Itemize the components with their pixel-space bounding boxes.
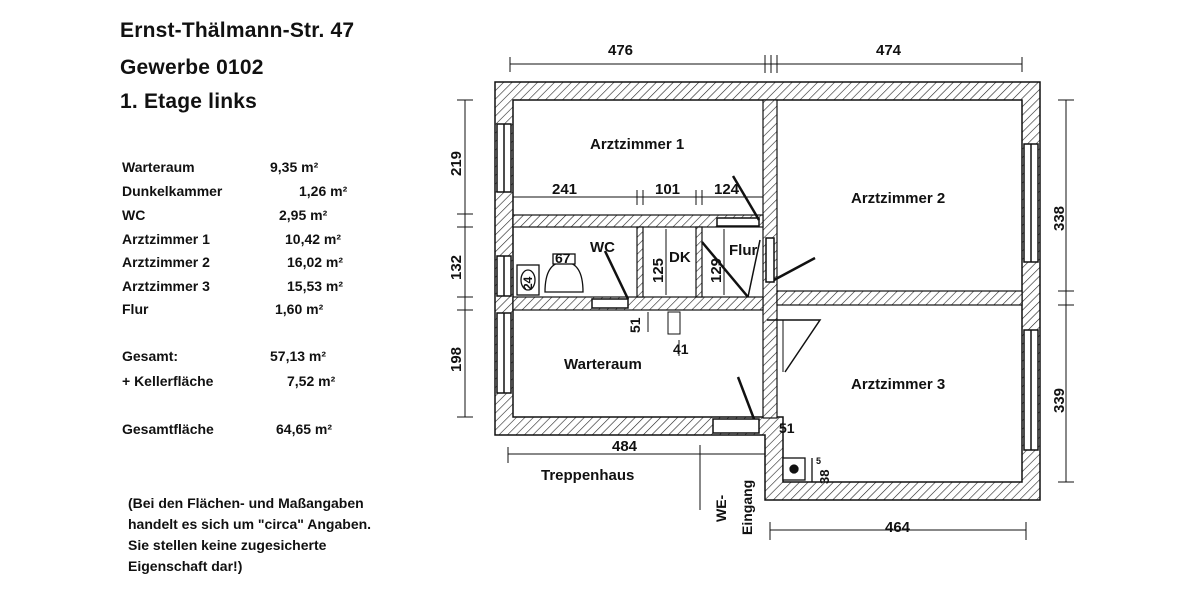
floor-title: 1. Etage links <box>120 90 258 113</box>
unit-title: Gewerbe 0102 <box>120 56 264 79</box>
area-value: 1,60 m² <box>275 301 324 317</box>
dim-67: 67 <box>555 250 571 266</box>
disclaimer-line: Sie stellen keine zugesicherte <box>128 537 327 553</box>
dim-bottom-left: 484 <box>612 438 638 455</box>
label-eingang-2: Eingang <box>739 480 755 535</box>
area-name: Arztzimmer 1 <box>122 231 210 247</box>
address-title: Ernst-Thälmann-Str. 47 <box>120 19 355 42</box>
total-row-gesamtflaeche: Gesamtfläche 64,65 m² <box>122 421 372 441</box>
total-row-gesamt: Gesamt: 57,13 m² <box>122 348 372 368</box>
door-arztzimmer-3 <box>767 319 822 373</box>
dim-51-door: 51 <box>627 317 643 333</box>
total-value: 57,13 m² <box>270 348 327 364</box>
area-row-warteraum: Warteraum 9,35 m² <box>122 159 372 179</box>
dim-top-right: 474 <box>876 42 902 59</box>
room-label-flur: Flur <box>729 242 757 259</box>
room-label-dk: DK <box>669 249 691 266</box>
disclaimer-line: Eigenschaft dar!) <box>128 558 243 574</box>
dim-129: 129 <box>708 258 725 283</box>
windows <box>496 123 1039 451</box>
total-value: 7,52 m² <box>287 373 336 389</box>
interior-walls <box>512 99 1023 419</box>
dim-right-top: 338 <box>1051 206 1068 231</box>
dim-124: 124 <box>714 181 740 198</box>
outer-walls <box>494 81 1041 501</box>
area-row-arztzimmer-3: Arztzimmer 3 15,53 m² <box>122 278 372 298</box>
dim-bottom-right: 464 <box>885 519 911 536</box>
dim-left-mid: 132 <box>448 255 465 280</box>
dimension-lines <box>457 55 1074 540</box>
area-row-flur: Flur 1,60 m² <box>122 301 372 321</box>
label-treppenhaus: Treppenhaus <box>541 467 634 484</box>
room-label-warteraum: Warteraum <box>564 356 642 373</box>
area-name: Flur <box>122 301 149 317</box>
area-name: Warteraum <box>122 159 195 175</box>
area-name: WC <box>122 207 146 223</box>
toilet-icon <box>516 264 540 296</box>
shaft <box>782 457 813 482</box>
dim-101: 101 <box>655 181 680 198</box>
dim-top-left: 476 <box>608 42 633 59</box>
dim-left-top: 219 <box>448 151 465 176</box>
disclaimer-line: (Bei den Flächen- und Maßangaben <box>128 495 364 511</box>
area-row-arztzimmer-2: Arztzimmer 2 16,02 m² <box>122 254 372 274</box>
door-wc <box>603 250 630 300</box>
room-label-arztzimmer-1: Arztzimmer 1 <box>590 136 684 153</box>
door-warteraum <box>736 376 756 420</box>
door-flur <box>701 241 749 298</box>
area-value: 15,53 m² <box>287 278 344 294</box>
dim-24: 24 <box>521 276 535 290</box>
total-name: Gesamt: <box>122 348 179 364</box>
total-name: + Kellerfläche <box>122 373 214 389</box>
disclaimer-note: (Bei den Flächen- und Maßangaben handelt… <box>128 493 468 577</box>
dimension-labels: 476 474 484 464 219 132 198 338 339 241 … <box>448 42 1068 536</box>
room-labels: Arztzimmer 1 Arztzimmer 2 Arztzimmer 3 W… <box>541 136 945 535</box>
dim-125: 125 <box>650 258 667 283</box>
door-markers <box>647 311 681 356</box>
dim-51-shaft: 51 <box>779 420 795 436</box>
disclaimer-line: handelt es sich um "circa" Angaben. <box>128 516 372 532</box>
wc-fixtures <box>516 253 584 296</box>
dim-5: 5 <box>816 456 821 466</box>
dim-241: 241 <box>552 181 577 198</box>
room-label-wc: WC <box>590 239 615 256</box>
area-value: 16,02 m² <box>287 254 344 270</box>
area-name: Arztzimmer 3 <box>122 278 210 294</box>
door-arztzimmer-2 <box>773 256 816 282</box>
total-row-keller: + Kellerfläche 7,52 m² <box>122 373 372 393</box>
dim-41: 41 <box>673 341 689 357</box>
total-value: 64,65 m² <box>276 421 333 437</box>
label-eingang-1: WE- <box>713 494 729 522</box>
dim-38: 38 <box>817 470 832 484</box>
sink-icon <box>544 261 584 293</box>
area-value: 9,35 m² <box>270 159 319 175</box>
area-value: 2,95 m² <box>279 207 328 223</box>
dim-right-bottom: 339 <box>1051 388 1068 413</box>
area-row-dunkelkammer: Dunkelkammer 1,26 m² <box>122 183 372 203</box>
total-name: Gesamtfläche <box>122 421 214 437</box>
area-row-wc: WC 2,95 m² <box>122 207 372 227</box>
room-label-arztzimmer-3: Arztzimmer 3 <box>851 376 945 393</box>
door-arztzimmer-1 <box>731 175 761 221</box>
area-value: 10,42 m² <box>285 231 342 247</box>
area-row-arztzimmer-1: Arztzimmer 1 10,42 m² <box>122 231 372 251</box>
dim-left-bottom: 198 <box>448 347 465 372</box>
area-value: 1,26 m² <box>299 183 348 199</box>
area-name: Dunkelkammer <box>122 183 223 199</box>
doors <box>591 175 822 434</box>
room-label-arztzimmer-2: Arztzimmer 2 <box>851 190 945 207</box>
area-name: Arztzimmer 2 <box>122 254 210 270</box>
